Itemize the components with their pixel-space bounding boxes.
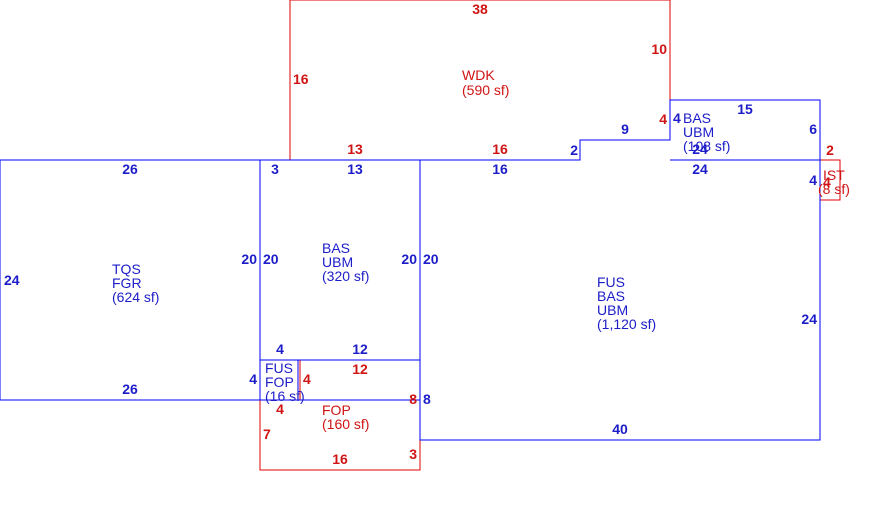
dim-fus-step: 8	[423, 391, 431, 407]
tqs-code1: TQS	[112, 261, 141, 277]
fus-code3: UBM	[597, 302, 628, 318]
fusfop-code2: FOP	[265, 374, 294, 390]
fus-code2: BAS	[597, 288, 625, 304]
dim-bas1-bottom: 12	[352, 341, 368, 357]
bas1-code1: BAS	[322, 240, 350, 256]
dim-fop-step: 3	[409, 446, 417, 462]
dim-bas2-right: 6	[809, 121, 817, 137]
dim-fop-left: 7	[263, 426, 271, 442]
ist-area: (8 sf)	[818, 181, 850, 197]
dim-bas2-top: 15	[737, 101, 753, 117]
fusfop-code1: FUS	[265, 360, 293, 376]
dim-fusfop-bottom: 4	[276, 401, 284, 417]
tqs-area: (624 sf)	[112, 289, 159, 305]
dim-fus-bottom: 40	[612, 421, 628, 437]
wdk-code: WDK	[462, 67, 495, 83]
dim-bas1-top-b: 13	[347, 161, 363, 177]
dim-ist-right: 4	[823, 174, 831, 190]
dim-wdk-bottom-a: 13	[347, 141, 363, 157]
dim-wdk-left: 16	[293, 71, 309, 87]
dim-tqs-right: 20	[241, 251, 257, 267]
dim-fusfop-top: 4	[276, 341, 284, 357]
dim-bas1-top-a: 3	[271, 161, 279, 177]
dim-fus-right: 24	[801, 311, 817, 327]
bas1-code2: UBM	[322, 254, 353, 270]
bas2-code2: UBM	[683, 124, 714, 140]
dim-fop-bottom: 16	[332, 451, 348, 467]
dim-wdk-step-top: 9	[621, 121, 629, 137]
dim-wdk-right: 10	[651, 41, 667, 57]
dim-wdk-step: 2	[570, 142, 578, 158]
dim-tqs-left: 24	[4, 272, 20, 288]
dim-ist-left: 4	[809, 172, 817, 188]
bas2-area: (108 sf)	[683, 138, 730, 154]
dim-fop-right: 8	[409, 391, 417, 407]
dim-bas1-right: 20	[401, 251, 417, 267]
dim-bas1-left: 20	[263, 251, 279, 267]
fus-area: (1,120 sf)	[597, 316, 656, 332]
fus-code1: FUS	[597, 274, 625, 290]
dim-fus-top-b: 24	[692, 161, 708, 177]
fop-area: (160 sf)	[322, 416, 369, 432]
fusfop-area: (16 sf)	[265, 388, 305, 404]
dim-bas2-bottom: 24	[692, 141, 708, 157]
ist-code: IST	[823, 167, 845, 183]
dim-fus-left: 20	[423, 251, 439, 267]
wdk-area: (590 sf)	[462, 82, 509, 98]
tqs-code2: FGR	[112, 275, 142, 291]
bas2-code1: BAS	[683, 110, 711, 126]
dim-fop-top: 12	[352, 361, 368, 377]
dim-ist-top: 2	[826, 142, 834, 158]
dim-fus-top-a: 16	[492, 161, 508, 177]
fop-code: FOP	[322, 402, 351, 418]
dim-wdk-notch: 4	[659, 111, 667, 127]
bas1-area: (320 sf)	[322, 268, 369, 284]
dim-fusfop-right: 4	[303, 371, 311, 387]
dim-wdk-top: 38	[472, 1, 488, 17]
dim-wdk-bottom-b: 16	[492, 141, 508, 157]
dim-tqs-bottom: 26	[122, 381, 138, 397]
dim-bas2-left: 4	[673, 110, 681, 126]
dim-tqs-top: 26	[122, 161, 138, 177]
dim-fusfop-left: 4	[249, 371, 257, 387]
